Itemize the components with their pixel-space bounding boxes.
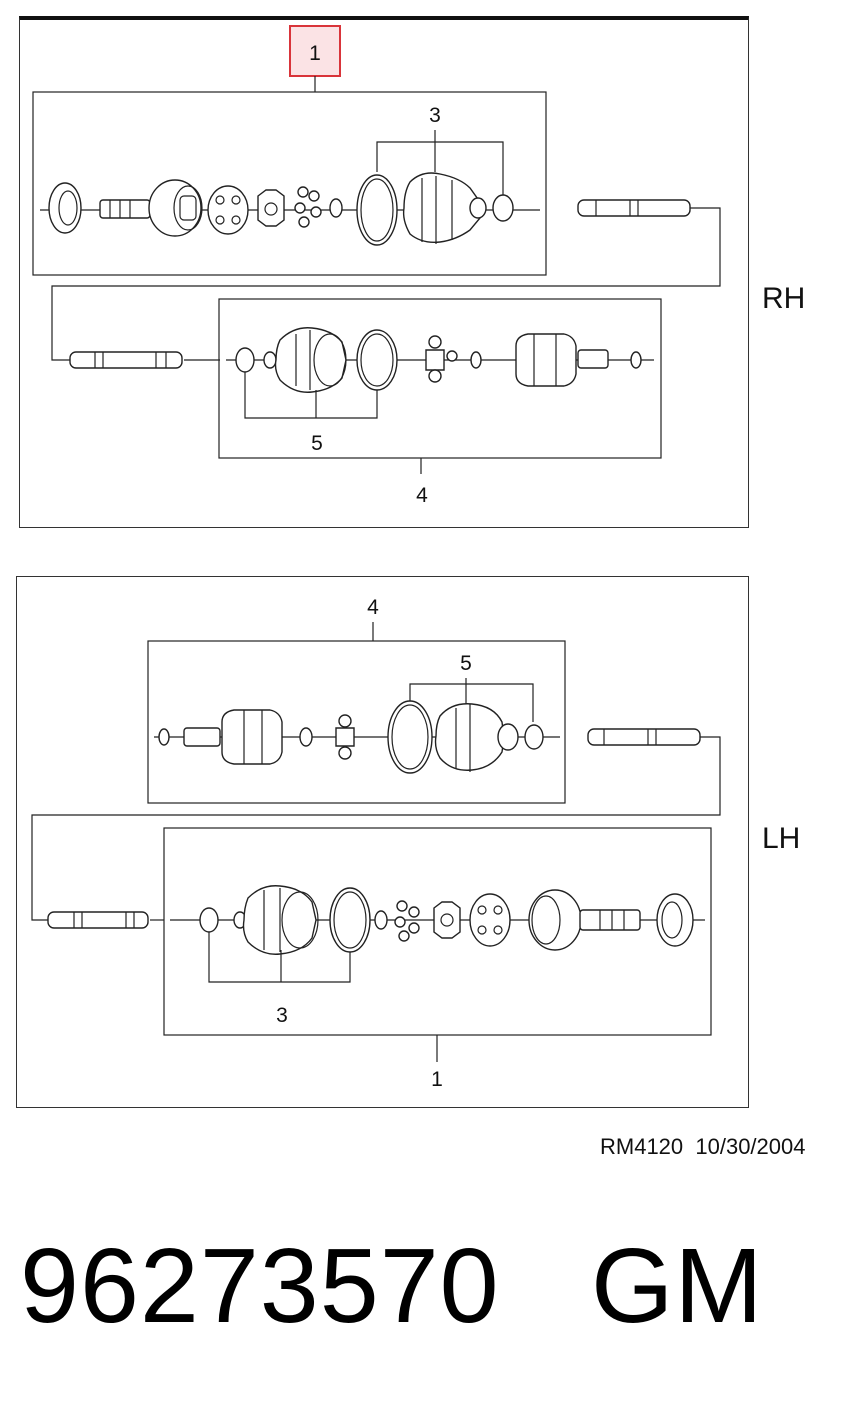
callout-5-rh[interactable]: 5: [311, 432, 323, 455]
rh-outer-parts: [48, 172, 514, 246]
rh-outer-joint-group: [32, 91, 547, 276]
rh-label: RH: [762, 282, 806, 315]
lh-shaft: [31, 728, 721, 929]
callout-1-lh[interactable]: 1: [431, 1068, 443, 1091]
rh-inner-joint-group: [218, 298, 662, 459]
lh-inner-joint-group: [147, 640, 566, 804]
part-number: 96273570 GM: [20, 1227, 764, 1345]
callout-1-rh[interactable]: 1: [309, 42, 321, 65]
callout-4-rh[interactable]: 4: [416, 484, 428, 507]
lh-inner-parts: [158, 700, 544, 774]
rh-shaft: [51, 199, 721, 369]
callout-3-rh[interactable]: 3: [429, 104, 441, 127]
callout-5-lh[interactable]: 5: [460, 652, 472, 675]
callout-3-lh[interactable]: 3: [276, 1004, 288, 1027]
rh-inner-parts: [235, 327, 642, 393]
lh-diagram-panel: [16, 576, 749, 1108]
lh-label: LH: [762, 822, 801, 855]
reference-date: RM4120 10/30/2004: [600, 1134, 806, 1159]
lh-outer-parts: [199, 885, 694, 955]
callout-4-lh[interactable]: 4: [367, 596, 379, 619]
rh-diagram-panel: [19, 16, 749, 528]
